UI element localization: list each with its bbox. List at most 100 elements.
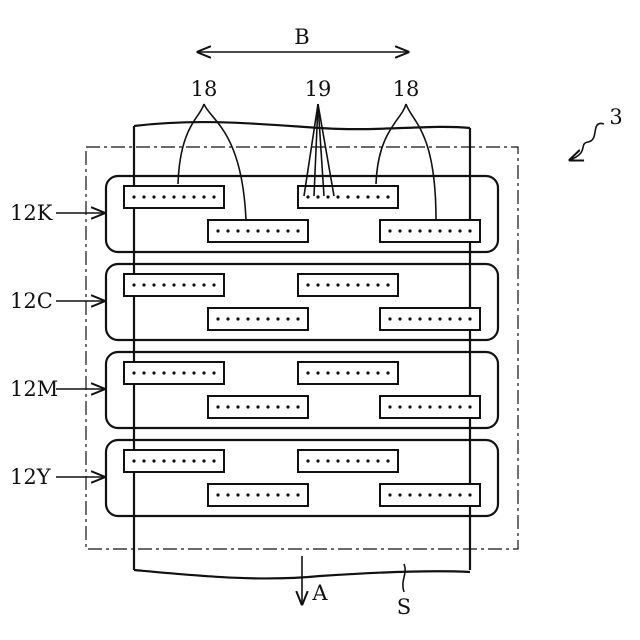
nozzle-hole xyxy=(376,195,379,198)
nozzle-hole xyxy=(468,405,471,408)
nozzle-hole xyxy=(276,229,279,232)
nozzle-hole xyxy=(132,283,135,286)
nozzle-hole xyxy=(182,195,185,198)
nozzle-hole xyxy=(336,195,339,198)
nozzle-hole xyxy=(132,371,135,374)
direction-b-label: B xyxy=(294,25,309,49)
nozzle-row xyxy=(380,396,480,418)
nozzle-hole xyxy=(296,493,299,496)
nozzle-hole xyxy=(408,405,411,408)
nozzle-hole xyxy=(266,317,269,320)
nozzle-hole xyxy=(226,493,229,496)
nozzle-hole xyxy=(428,405,431,408)
nozzle-row xyxy=(208,220,308,242)
nozzle-row xyxy=(380,220,480,242)
head-bar-12k: 12K xyxy=(10,176,498,252)
nozzle-hole xyxy=(132,459,135,462)
nozzle-hole xyxy=(388,405,391,408)
nozzle-ref-label-left: 18 xyxy=(191,77,218,101)
nozzle-hole xyxy=(418,405,421,408)
leader-18-right-b xyxy=(406,104,436,220)
nozzle-hole xyxy=(458,493,461,496)
nozzle-hole xyxy=(246,229,249,232)
nozzle-hole xyxy=(276,317,279,320)
nozzle-hole xyxy=(386,371,389,374)
nozzle-hole xyxy=(256,493,259,496)
nozzle-hole xyxy=(142,283,145,286)
nozzle-hole xyxy=(356,459,359,462)
nozzle-hole xyxy=(306,195,309,198)
nozzle-row xyxy=(208,484,308,506)
nozzle-hole xyxy=(216,229,219,232)
nozzle-hole-ref-label: 19 xyxy=(305,77,332,101)
nozzle-hole xyxy=(256,229,259,232)
nozzle-hole xyxy=(216,493,219,496)
nozzle-hole xyxy=(202,195,205,198)
nozzle-hole xyxy=(386,283,389,286)
nozzle-hole xyxy=(256,317,259,320)
nozzle-hole xyxy=(468,317,471,320)
nozzle-hole xyxy=(376,459,379,462)
nozzle-hole xyxy=(182,459,185,462)
nozzle-hole xyxy=(256,405,259,408)
nozzle-hole xyxy=(142,195,145,198)
nozzle-hole xyxy=(316,371,319,374)
nozzle-hole xyxy=(356,283,359,286)
nozzle-hole xyxy=(448,317,451,320)
nozzle-hole xyxy=(152,195,155,198)
nozzle-hole xyxy=(236,405,239,408)
nozzle-hole xyxy=(448,229,451,232)
nozzle-hole xyxy=(192,195,195,198)
nozzle-hole xyxy=(366,459,369,462)
figure-ref-label: 3 xyxy=(609,105,622,129)
nozzle-hole xyxy=(346,371,349,374)
nozzle-hole xyxy=(212,459,215,462)
figure-ref-leader xyxy=(570,123,604,160)
nozzle-hole xyxy=(276,493,279,496)
nozzle-hole xyxy=(192,371,195,374)
nozzle-hole xyxy=(438,493,441,496)
nozzle-hole xyxy=(286,229,289,232)
nozzle-hole xyxy=(388,317,391,320)
nozzle-ref-label-right: 18 xyxy=(393,77,420,101)
nozzle-hole xyxy=(336,283,339,286)
nozzle-hole xyxy=(458,405,461,408)
nozzle-row xyxy=(124,274,224,296)
nozzle-hole xyxy=(246,317,249,320)
head-label-12y: 12Y xyxy=(10,465,52,489)
nozzle-row xyxy=(124,186,224,208)
nozzle-hole xyxy=(336,371,339,374)
nozzle-hole xyxy=(192,459,195,462)
nozzle-hole xyxy=(142,371,145,374)
nozzle-hole xyxy=(162,283,165,286)
nozzle-hole xyxy=(162,195,165,198)
nozzle-hole xyxy=(306,283,309,286)
sheet-leader xyxy=(403,564,405,592)
nozzle-hole xyxy=(468,229,471,232)
nozzle-hole xyxy=(226,229,229,232)
nozzle-hole xyxy=(306,459,309,462)
nozzle-hole xyxy=(316,459,319,462)
nozzle-hole xyxy=(366,371,369,374)
nozzle-hole xyxy=(428,317,431,320)
nozzle-hole xyxy=(428,493,431,496)
nozzle-hole xyxy=(438,229,441,232)
nozzle-hole xyxy=(212,195,215,198)
nozzle-hole xyxy=(326,283,329,286)
nozzle-hole xyxy=(172,459,175,462)
nozzle-hole xyxy=(152,459,155,462)
head-bar-12y: 12Y xyxy=(10,440,498,516)
head-bar-12m: 12M xyxy=(10,352,498,428)
nozzle-hole xyxy=(296,317,299,320)
nozzle-hole xyxy=(172,283,175,286)
nozzle-hole xyxy=(418,229,421,232)
nozzle-hole xyxy=(448,493,451,496)
nozzle-hole xyxy=(448,405,451,408)
nozzle-hole xyxy=(468,493,471,496)
nozzle-hole xyxy=(438,405,441,408)
nozzle-hole xyxy=(296,405,299,408)
nozzle-hole xyxy=(236,317,239,320)
nozzle-hole xyxy=(408,493,411,496)
nozzle-hole xyxy=(162,371,165,374)
nozzle-hole xyxy=(142,459,145,462)
